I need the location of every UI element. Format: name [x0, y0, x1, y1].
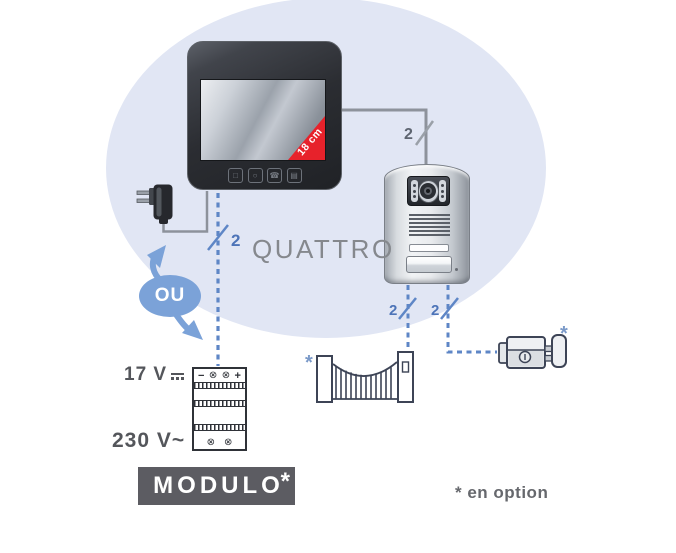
video-monitor: 18 cm □ ○ ☎ ▤	[187, 41, 342, 190]
gate-icon	[316, 351, 414, 403]
monitor-doorstation-wire: 2	[342, 108, 435, 164]
gate-optional-asterisk: *	[305, 352, 313, 374]
product-name: QUATTRO	[252, 234, 395, 264]
monitor-module-wire: 2	[207, 193, 240, 366]
led-icon	[412, 189, 416, 193]
wire-count-slash	[207, 224, 229, 251]
modulo-product-label: MODULO *	[138, 467, 295, 505]
modulo-power-supply: − ⊗ ⊗ + ⊗ ⊗	[192, 367, 247, 451]
option-footnote: * en option	[455, 483, 549, 502]
power-adapter-icon	[136, 184, 209, 233]
din-strip	[194, 424, 245, 431]
wire-count-label: 2	[231, 231, 240, 250]
arrow-down-head-icon	[182, 320, 203, 340]
minus-terminal-label: −	[198, 369, 205, 382]
module-bottom-terminals: ⊗ ⊗	[194, 436, 245, 449]
terminal-screw-icon: ⊗	[221, 370, 231, 381]
terminal-screw-icon: ⊗	[208, 370, 218, 381]
intercom-icon: ▤	[290, 170, 298, 180]
screw-icon	[455, 268, 458, 271]
dc-voltage-value: 17 V	[124, 364, 168, 385]
led-icon	[441, 184, 445, 187]
wire-count-label: 2	[404, 126, 413, 143]
module-top-terminals: − ⊗ ⊗ +	[194, 369, 245, 382]
name-plate	[409, 244, 449, 252]
screen-key-icon: □	[233, 170, 238, 180]
cctv-camera-icon	[498, 334, 567, 369]
or-bubble: OU	[139, 275, 201, 317]
speaker-grille-icon	[409, 214, 450, 236]
door-camera-lens	[417, 179, 440, 203]
door-station	[384, 164, 470, 284]
dc-symbol-icon	[171, 372, 185, 380]
dc-voltage-label: 17 V	[124, 364, 185, 386]
door-camera-panel	[407, 176, 450, 206]
modulo-name: MODULO	[153, 472, 284, 499]
wire-count-label: 2	[431, 302, 439, 319]
terminal-screw-icon: ⊗	[224, 437, 233, 448]
modulo-asterisk: *	[280, 468, 290, 495]
led-strip-right	[439, 180, 446, 202]
monitor-screen: 18 cm	[200, 79, 326, 161]
terminal-screw-icon: ⊗	[206, 437, 215, 448]
arrow-up-head-icon	[147, 245, 166, 268]
screen-size-banner: 18 cm	[288, 116, 325, 160]
led-icon	[441, 195, 445, 198]
ac-voltage-label: 230 V~	[112, 429, 186, 452]
screen-size-label: 18 cm	[295, 125, 325, 159]
monitor-button-phone: ☎	[267, 168, 282, 183]
doorstation-gate-wire: 2	[389, 285, 417, 354]
led-icon	[412, 195, 416, 198]
led-icon	[412, 184, 416, 187]
wire-count-slash	[398, 297, 417, 320]
monitor-touch-keys: □ ○ ☎ ▤	[228, 168, 302, 183]
monitor-button-intercom: ▤	[286, 168, 302, 183]
wire-count-slash	[414, 120, 435, 146]
din-strip	[194, 382, 245, 389]
wire-count-label: 2	[389, 302, 397, 319]
plus-terminal-label: +	[234, 369, 241, 382]
key-icon: ○	[252, 170, 258, 180]
camera-optional-asterisk: *	[560, 323, 568, 345]
phone-icon: ☎	[269, 170, 280, 180]
led-icon	[441, 189, 445, 193]
monitor-button-key: ○	[247, 168, 263, 183]
led-strip-left	[411, 180, 418, 202]
call-button	[406, 256, 452, 273]
wire-count-slash	[440, 297, 459, 320]
doorstation-camera-wire: 2	[431, 285, 497, 354]
monitor-button-screen: □	[228, 168, 243, 183]
din-strip	[194, 400, 245, 407]
